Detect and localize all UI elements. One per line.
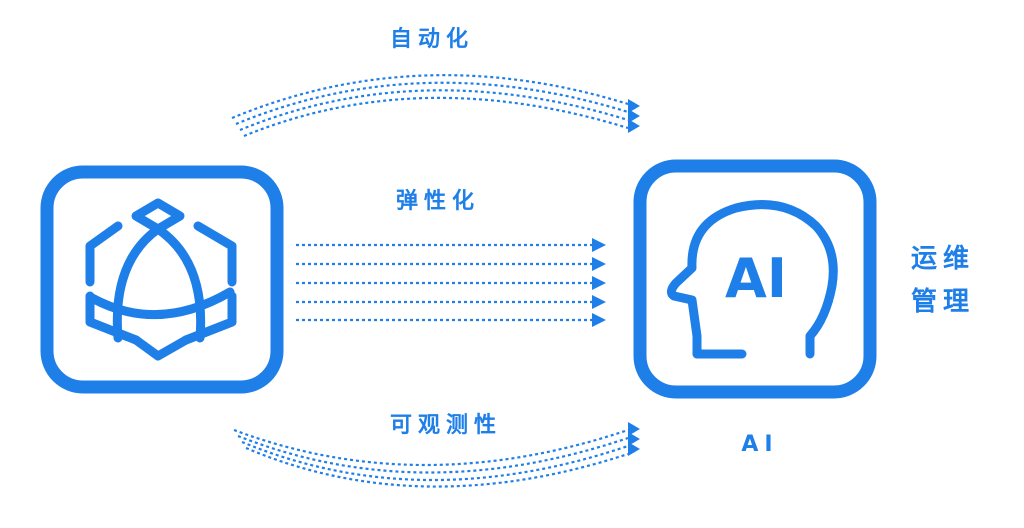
arrow-elasticity <box>296 238 606 327</box>
kubernetes-cube-icon <box>85 198 237 361</box>
arrow-observability <box>233 422 640 488</box>
ops-label-line2: 管理 <box>911 287 975 317</box>
ai-head-text: AI <box>725 247 787 310</box>
ops-label-line1: 运维 <box>911 243 975 274</box>
ai-box: AI <box>633 159 877 399</box>
arrow-automation <box>231 74 640 138</box>
ai-caption: AI <box>741 432 778 457</box>
label-observability: 可观测性 <box>390 413 502 438</box>
label-elasticity: 弹性化 <box>396 188 480 214</box>
ai-head-icon <box>666 200 838 359</box>
label-automation: 自动化 <box>390 26 474 52</box>
source-box <box>40 165 284 394</box>
